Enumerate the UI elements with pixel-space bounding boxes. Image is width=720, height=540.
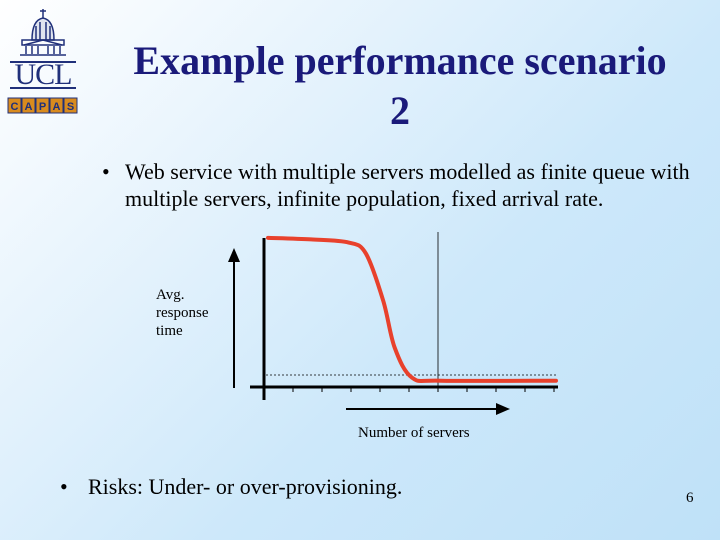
bullet-web-service: • Web service with multiple servers mode… (102, 158, 702, 212)
response-time-curve (266, 235, 558, 384)
logo-capas-boxes: C A P A S (7, 97, 78, 114)
y-axis-label: Avg. response time (156, 287, 209, 339)
bullet-symbol: • (102, 159, 110, 184)
svg-text:S: S (67, 101, 74, 113)
x-axis-label: Number of servers (358, 425, 470, 441)
slide-title: Example performance scenario 2 (90, 36, 710, 136)
svg-text:A: A (25, 101, 33, 113)
bullet-symbol: • (60, 474, 68, 499)
svg-text:P: P (39, 101, 46, 113)
svg-text:C: C (11, 101, 19, 113)
x-axis-ticks (292, 387, 555, 392)
page-number: 6 (686, 490, 694, 506)
bullet-risks-text: Risks: Under- or over-provisioning. (88, 474, 403, 499)
y-axis-arrow (228, 248, 240, 388)
bullet-web-service-text: Web service with multiple servers modell… (125, 159, 690, 211)
bullet-risks: • Risks: Under- or over-provisioning. (60, 473, 660, 500)
ucl-logo: UCL C A P A S (7, 9, 78, 114)
slide-title-line-1: Example performance scenario (133, 38, 667, 83)
x-axis-arrow (346, 403, 510, 415)
logo-ucl-letters: UCL (15, 58, 72, 91)
svg-text:A: A (53, 101, 61, 113)
slide-title-line-2: 2 (390, 88, 410, 133)
